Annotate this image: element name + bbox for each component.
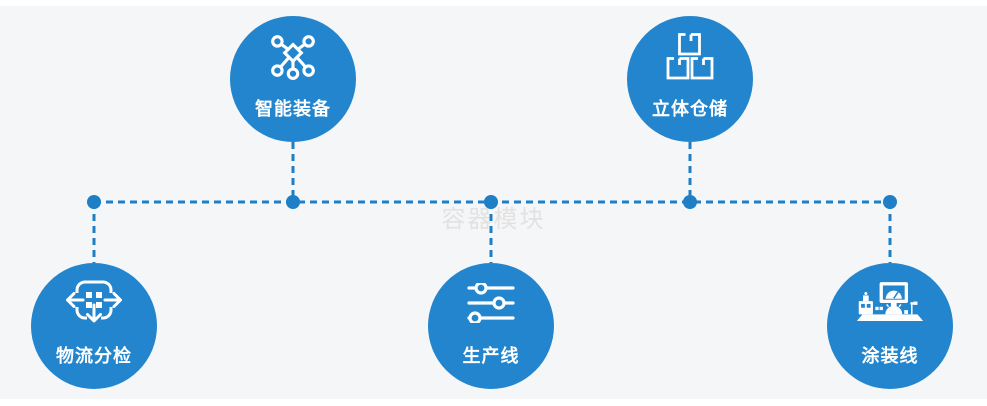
stacked-boxes-icon <box>666 33 714 80</box>
node-label: 物流分检 <box>56 346 132 366</box>
junction-dot <box>484 195 498 209</box>
network-nodes-icon <box>271 35 315 80</box>
node-label: 智能装备 <box>255 99 331 119</box>
node-smart-equipment[interactable]: 智能装备 <box>230 16 356 142</box>
junction-dot <box>683 195 697 209</box>
junction-dot <box>883 195 897 209</box>
node-label: 生产线 <box>462 346 520 366</box>
node-label: 立体仓储 <box>652 99 728 119</box>
node-painting-line[interactable]: 涂装线 <box>827 263 953 389</box>
sorting-arrows-icon <box>66 280 122 323</box>
sliders-icon <box>467 283 515 323</box>
node-logistics-sorting[interactable]: 物流分检 <box>31 263 157 389</box>
node-warehouse[interactable]: 立体仓储 <box>627 16 753 142</box>
control-console-icon <box>856 282 924 321</box>
junction-dot <box>87 195 101 209</box>
node-label: 涂装线 <box>861 346 919 366</box>
node-production-line[interactable]: 生产线 <box>428 263 554 389</box>
junction-dot <box>286 195 300 209</box>
